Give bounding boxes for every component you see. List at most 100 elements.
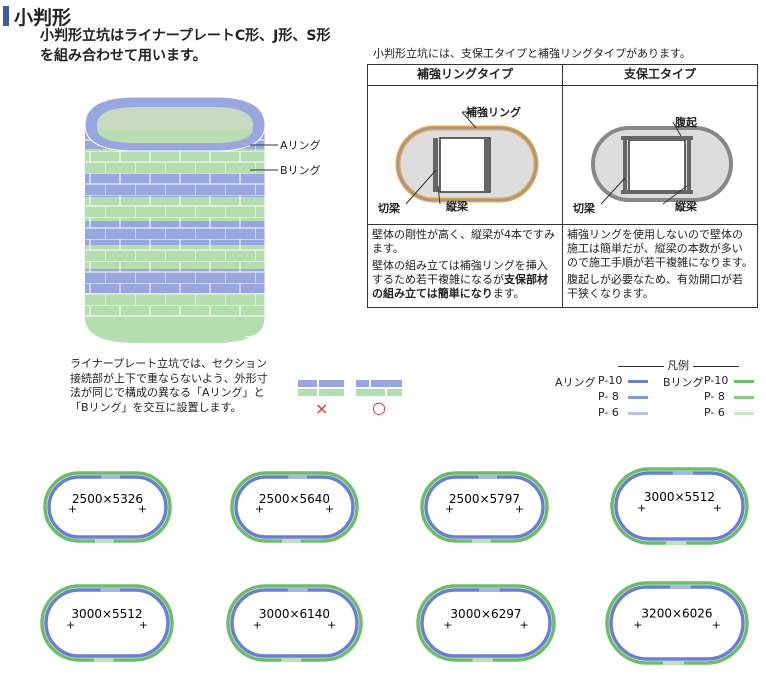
shaft-outer-ring bbox=[230, 471, 359, 543]
shaft-inner-ring bbox=[44, 588, 170, 658]
shaft-size-label: 3000×6297 bbox=[450, 607, 521, 621]
shaft-diagram: + +3000×5512 bbox=[40, 584, 174, 662]
legend-b-p6-swatch bbox=[734, 412, 754, 415]
col2-desc-p1: 補強リングを使用しないので壁体の施工は簡単だが、縦梁の本数が多いので施工手順が若… bbox=[567, 228, 753, 269]
support-type-diagram: 腹起 切梁 縦梁 bbox=[562, 85, 758, 225]
shaft-size-label: 3000×5512 bbox=[71, 607, 142, 621]
shaft-size-label: 3000×5512 bbox=[644, 490, 715, 504]
shaft-center-mark: + bbox=[515, 502, 524, 515]
shaft-diagram: + +3000×5512 bbox=[610, 467, 749, 545]
shaft-center-mark: + bbox=[327, 618, 336, 631]
shaft-center-mark: + bbox=[443, 618, 452, 631]
shaft-center-mark: + bbox=[519, 618, 528, 631]
col2-desc-p2: 腹起しが必要なため、有効開口が若干狭くなります。 bbox=[567, 273, 743, 300]
shaft-center-mark: + bbox=[637, 501, 646, 514]
cut-beam-label-1: 切梁 bbox=[378, 202, 400, 215]
good-mark: ○ bbox=[372, 398, 386, 417]
shaft-inner-ring bbox=[230, 588, 359, 658]
reinforcement-ring-diagram: 補強リング 切梁 縦梁 bbox=[367, 85, 563, 225]
shaft-size-label: 2500×5640 bbox=[259, 492, 330, 506]
shaft-center-mark: + bbox=[325, 502, 334, 515]
b-ring-label: Bリング bbox=[280, 164, 321, 177]
intro-line-1: 小判形立坑はライナープレートC形、J形、S形 bbox=[40, 28, 331, 44]
shaft-diagram: + +3200×6026 bbox=[605, 581, 749, 665]
legend-b-p8-swatch bbox=[734, 396, 754, 399]
shaft-outer-ring bbox=[605, 581, 749, 665]
legend-title-text: 凡例 bbox=[667, 359, 689, 372]
shaft-diagram: + +3000×6140 bbox=[226, 584, 363, 662]
shaft-center-mark: + bbox=[713, 501, 722, 514]
legend-a-p10-swatch bbox=[628, 380, 648, 383]
comparison-table: 補強リングタイプ 支保工タイプ 補強リング 切梁 縦梁 bbox=[367, 64, 758, 308]
shaft-center-mark: + bbox=[445, 502, 454, 515]
col1-desc-bold: 支保部材の組み立ては簡単になり bbox=[372, 273, 548, 300]
legend-a-p8-swatch bbox=[628, 396, 648, 399]
shaft-center-mark: + bbox=[68, 502, 77, 515]
intro-text: 小判形立坑はライナープレートC形、J形、S形 を組み合わせて用います。 bbox=[40, 26, 330, 66]
legend-a-p6-swatch bbox=[628, 412, 648, 415]
note-line: 「Bリング」を交互に設置します。 bbox=[70, 400, 242, 414]
shaft-diagram: + +2500×5326 bbox=[43, 471, 172, 543]
shaft-outer-ring bbox=[610, 467, 749, 545]
legend-b-row-3: P- 6 bbox=[704, 406, 725, 419]
a-ring-label: Aリング bbox=[280, 139, 321, 152]
legend-b-label: Bリング bbox=[663, 376, 704, 389]
shaft-center-mark: + bbox=[712, 619, 721, 632]
shaft-outer-ring bbox=[420, 471, 549, 543]
shaft-size-label: 3200×6026 bbox=[641, 606, 712, 620]
vertical-beam-label-1: 縦梁 bbox=[446, 200, 468, 213]
shaft-diagram: + +2500×5797 bbox=[420, 471, 549, 543]
note-line: ライナープレート立坑では、セクション bbox=[70, 357, 268, 370]
legend-a-row-3: P- 6 bbox=[598, 406, 619, 419]
shaft-inner-ring bbox=[609, 585, 745, 661]
shaft-outer-ring bbox=[40, 584, 174, 662]
note-line: 法が同じで構成の異なる「Aリング」と bbox=[70, 386, 265, 399]
cylinder-leader-lines bbox=[250, 144, 278, 171]
col1-desc-plain: 壁体の組み立ては補強リングを挿入するため若干複雑になるが bbox=[372, 259, 548, 286]
col1-desc-p1: 壁体の剛性が高く、縦梁が4本ですみます。 bbox=[372, 228, 555, 255]
col2-description: 補強リングを使用しないので壁体の施工は簡単だが、縦梁の本数が多いので施工手順が若… bbox=[562, 224, 758, 308]
bad-mark: × bbox=[315, 399, 329, 418]
page-title: 小判形 bbox=[14, 7, 72, 29]
legend-a-row-2: P- 8 bbox=[598, 390, 619, 403]
shaft-diagram: ++2500×5640 bbox=[230, 471, 359, 543]
ring-note: ライナープレート立坑では、セクション 接続部が上下で重ならないよう、外形寸 法が… bbox=[70, 357, 268, 415]
legend-a-row-1: P-10 bbox=[598, 374, 623, 387]
shaft-center-mark: + bbox=[66, 618, 75, 631]
table-note: 小判形立坑には、支保工タイプと補強リングタイプがあります。 bbox=[373, 47, 691, 60]
title-accent-bar bbox=[3, 6, 9, 26]
shaft-center-mark: + bbox=[253, 618, 262, 631]
col1-desc-p2: 壁体の組み立ては補強リングを挿入するため若干複雑になるが支保部材の組み立ては簡単… bbox=[372, 259, 558, 301]
shaft-inner-ring bbox=[424, 475, 545, 539]
shaft-inner-ring bbox=[47, 475, 168, 539]
shaft-center-mark: + bbox=[139, 618, 148, 631]
shaft-inner-ring bbox=[234, 475, 355, 539]
intro-line-2: を組み合わせて用います。 bbox=[40, 48, 207, 64]
legend-a-label: Aリング bbox=[555, 376, 596, 389]
shaft-inner-ring bbox=[614, 471, 745, 541]
legend-title: 凡例 bbox=[602, 357, 754, 373]
cylinder-illustration bbox=[84, 96, 266, 343]
shaft-center-mark: + bbox=[138, 502, 147, 515]
shaft-center-mark: + bbox=[633, 619, 642, 632]
shaft-inner-ring bbox=[420, 588, 552, 658]
col1-desc-end: ます。 bbox=[492, 287, 525, 300]
shaft-size-label: 2500×5326 bbox=[72, 492, 143, 506]
col1-header: 補強リングタイプ bbox=[367, 64, 563, 86]
shaft-size-label: 3000×6140 bbox=[259, 607, 330, 621]
legend-b-row-1: P-10 bbox=[704, 374, 729, 387]
col2-header: 支保工タイプ bbox=[562, 64, 758, 86]
col1-description: 壁体の剛性が高く、縦梁が4本ですみます。 壁体の組み立ては補強リングを挿入するた… bbox=[367, 224, 563, 308]
cut-beam-label-2: 切梁 bbox=[573, 202, 595, 215]
legend-b-row-2: P- 8 bbox=[704, 390, 725, 403]
shaft-size-label: 2500×5797 bbox=[449, 492, 520, 506]
shaft-outer-ring bbox=[226, 584, 363, 662]
vertical-beam-label-2: 縦梁 bbox=[675, 200, 697, 213]
bulge-label: 腹起 bbox=[675, 116, 697, 129]
shaft-diagram: + +3000×6297 bbox=[416, 584, 556, 662]
legend-b-p10-swatch bbox=[734, 380, 754, 383]
ring-label: 補強リング bbox=[466, 106, 521, 119]
cylinder-body bbox=[84, 96, 266, 343]
note-line: 接続部が上下で重ならないよう、外形寸 bbox=[70, 371, 268, 385]
shaft-outer-ring bbox=[43, 471, 172, 543]
